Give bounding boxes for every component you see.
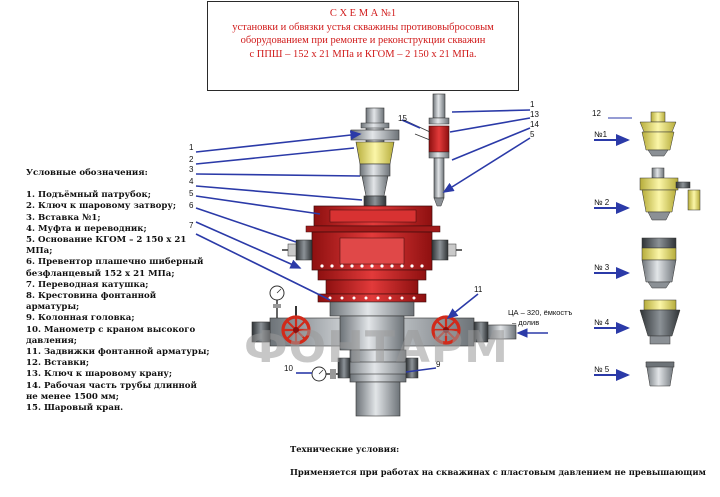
legend-item: 13. Ключ к шаровому крану; <box>26 369 173 380</box>
insert-no5 <box>645 361 675 387</box>
callout-number: 5 <box>189 189 194 198</box>
insert-no1 <box>639 111 677 157</box>
insert-label: № 2 <box>594 198 610 207</box>
pump-line-note: ЦА – 320, ёмкостъ <box>508 308 573 317</box>
legend-item: 10. Манометр с краном высокого давления; <box>26 324 196 346</box>
callout-number: 13 <box>530 110 539 119</box>
callout-number: 9 <box>436 360 441 369</box>
watermark-logo: ФОНТАРМ <box>244 322 509 373</box>
callout-number: 12 <box>592 109 601 118</box>
callout-number: 2 <box>189 155 194 164</box>
callout-number: 3 <box>189 165 194 174</box>
callout-number: 11 <box>474 285 483 294</box>
insert-label: № 5 <box>594 365 610 374</box>
tech-text: Применяется при работах на скважинах с п… <box>290 467 706 477</box>
pressure-gauge-top <box>269 285 285 318</box>
insert-no3 <box>641 237 677 289</box>
legend-title: Условные обозначения: <box>26 168 148 178</box>
legend-item: 14. Рабочая часть трубы длинной не менее… <box>26 380 197 402</box>
callout-number: 4 <box>189 177 194 186</box>
legend-item: 11. Задвижки фонтанной арматуры; <box>26 347 210 358</box>
pump-line-note: – долив <box>512 318 539 327</box>
callout-number: 5 <box>530 130 535 139</box>
coupling-adapter <box>363 195 387 207</box>
wellhead-stack <box>251 107 517 417</box>
callout-number: 14 <box>530 120 539 129</box>
valve-handwheel-right <box>431 315 461 345</box>
callout-leaders <box>195 109 548 374</box>
title-box: С Х Е М А №1 установки и обвязки устья с… <box>207 1 519 91</box>
title-line-3: оборудованием при ремонте и реконструкци… <box>240 35 486 46</box>
technical-conditions: Технические условия: Применяется при раб… <box>290 444 710 478</box>
insert-no4 <box>639 299 681 345</box>
title-line-4: с ППШ – 152 х 21 МПа и КГОМ – 2 150 х 21… <box>249 48 477 60</box>
inserts-column <box>639 111 701 387</box>
legend-item: 9. Колонная головка; <box>26 313 135 324</box>
callout-number: 10 <box>284 364 293 373</box>
callout-number: 6 <box>189 201 194 210</box>
insert-label: №1 <box>594 130 608 139</box>
legend-item: 7. Переводная катушка; <box>26 279 149 290</box>
legend-item: 6. Превентор плашечно шиберный безфланце… <box>26 257 204 279</box>
insert-label: № 3 <box>594 263 610 272</box>
title-line-2: установки и обвязки устья скважины проти… <box>232 21 494 33</box>
legend-item: 15. Шаровый кран. <box>26 403 124 414</box>
valve-handwheel-left <box>281 306 311 345</box>
adapter-spool <box>317 269 427 281</box>
insert-label: № 4 <box>594 318 610 327</box>
legend-item: 8. Крестовина фонтанной арматуры; <box>26 291 157 313</box>
insert-no2 <box>639 167 701 221</box>
ball-valve <box>428 125 450 153</box>
legend-item: 5. Основание КГОМ – 2 150 х 21 МПа; <box>26 235 187 257</box>
legend-item: 2. Ключ к шаровому затвору; <box>26 201 177 212</box>
callout-number: 15 <box>398 114 407 123</box>
legend-item: 1. Подъёмный патрубок; <box>26 190 151 201</box>
tech-title: Технические условия: <box>290 444 400 454</box>
legend-item: 4. Муфта и переводник; <box>26 223 147 234</box>
legend-item: 12. Вставки; <box>26 358 90 369</box>
tree-cross <box>329 301 415 317</box>
callout-number: 1 <box>530 100 535 109</box>
legend-item: 3. Вставка №1; <box>26 212 101 223</box>
callout-numbers: 1 2 3 4 5 6 7 15 1 13 14 5 11 10 9 12 №1… <box>189 100 610 374</box>
callout-number: 7 <box>189 221 194 230</box>
ball-valve-assembly <box>403 93 450 207</box>
legend: Условные обозначения: 1. Подъёмный патру… <box>26 168 211 414</box>
insert-1 <box>355 141 395 165</box>
callout-number: 1 <box>189 143 194 152</box>
title-line-1: С Х Е М А №1 <box>329 8 397 19</box>
insert-arrows <box>594 117 632 381</box>
